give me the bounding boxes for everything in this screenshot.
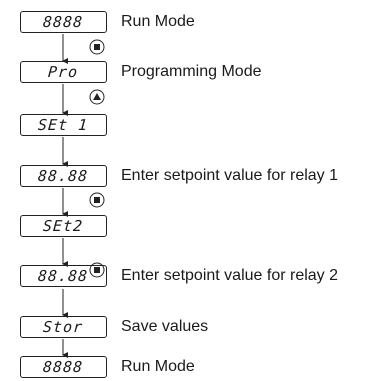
step-setpoint-2-value: 88.88 Enter setpoint value for relay 2 bbox=[0, 264, 376, 290]
display-box: Stor bbox=[20, 316, 107, 338]
step-setpoint-2-select: SEt2 bbox=[0, 214, 376, 240]
step-description: Programming Mode bbox=[121, 63, 262, 80]
square-key-icon bbox=[89, 262, 105, 278]
square-key-icon bbox=[89, 39, 105, 55]
display-readout: 8888 bbox=[42, 358, 85, 376]
step-save-values: Stor Save values bbox=[0, 315, 376, 341]
display-readout: Pro bbox=[47, 63, 80, 81]
display-box: 88.88 bbox=[20, 165, 107, 187]
step-description: Enter setpoint value for relay 1 bbox=[121, 167, 339, 184]
step-setpoint-1-select: SEt 1 bbox=[0, 113, 376, 139]
step-description: Run Mode bbox=[121, 13, 195, 30]
step-description: Save values bbox=[121, 318, 209, 335]
display-readout: 88.88 bbox=[37, 267, 90, 285]
display-box: Pro bbox=[20, 61, 107, 83]
display-readout: SEt2 bbox=[42, 217, 85, 235]
step-run-mode: 8888 Run Mode bbox=[0, 10, 376, 36]
display-readout: SEt 1 bbox=[37, 116, 90, 134]
step-setpoint-1-value: 88.88 Enter setpoint value for relay 1 bbox=[0, 164, 376, 190]
step-run-mode-return: 8888 Run Mode bbox=[0, 355, 376, 381]
step-description: Enter setpoint value for relay 2 bbox=[121, 267, 339, 284]
up-triangle-key-icon bbox=[89, 89, 105, 105]
display-box: 88.88 bbox=[20, 265, 107, 287]
step-description: Run Mode bbox=[121, 358, 195, 375]
display-readout: 88.88 bbox=[37, 167, 90, 185]
display-readout: Stor bbox=[42, 318, 85, 336]
display-box: SEt 1 bbox=[20, 114, 107, 136]
step-programming-mode: Pro Programming Mode bbox=[0, 60, 376, 86]
square-key-icon bbox=[89, 192, 105, 208]
display-box: SEt2 bbox=[20, 215, 107, 237]
display-box: 8888 bbox=[20, 356, 107, 378]
display-readout: 8888 bbox=[42, 13, 85, 31]
display-box: 8888 bbox=[20, 11, 107, 33]
